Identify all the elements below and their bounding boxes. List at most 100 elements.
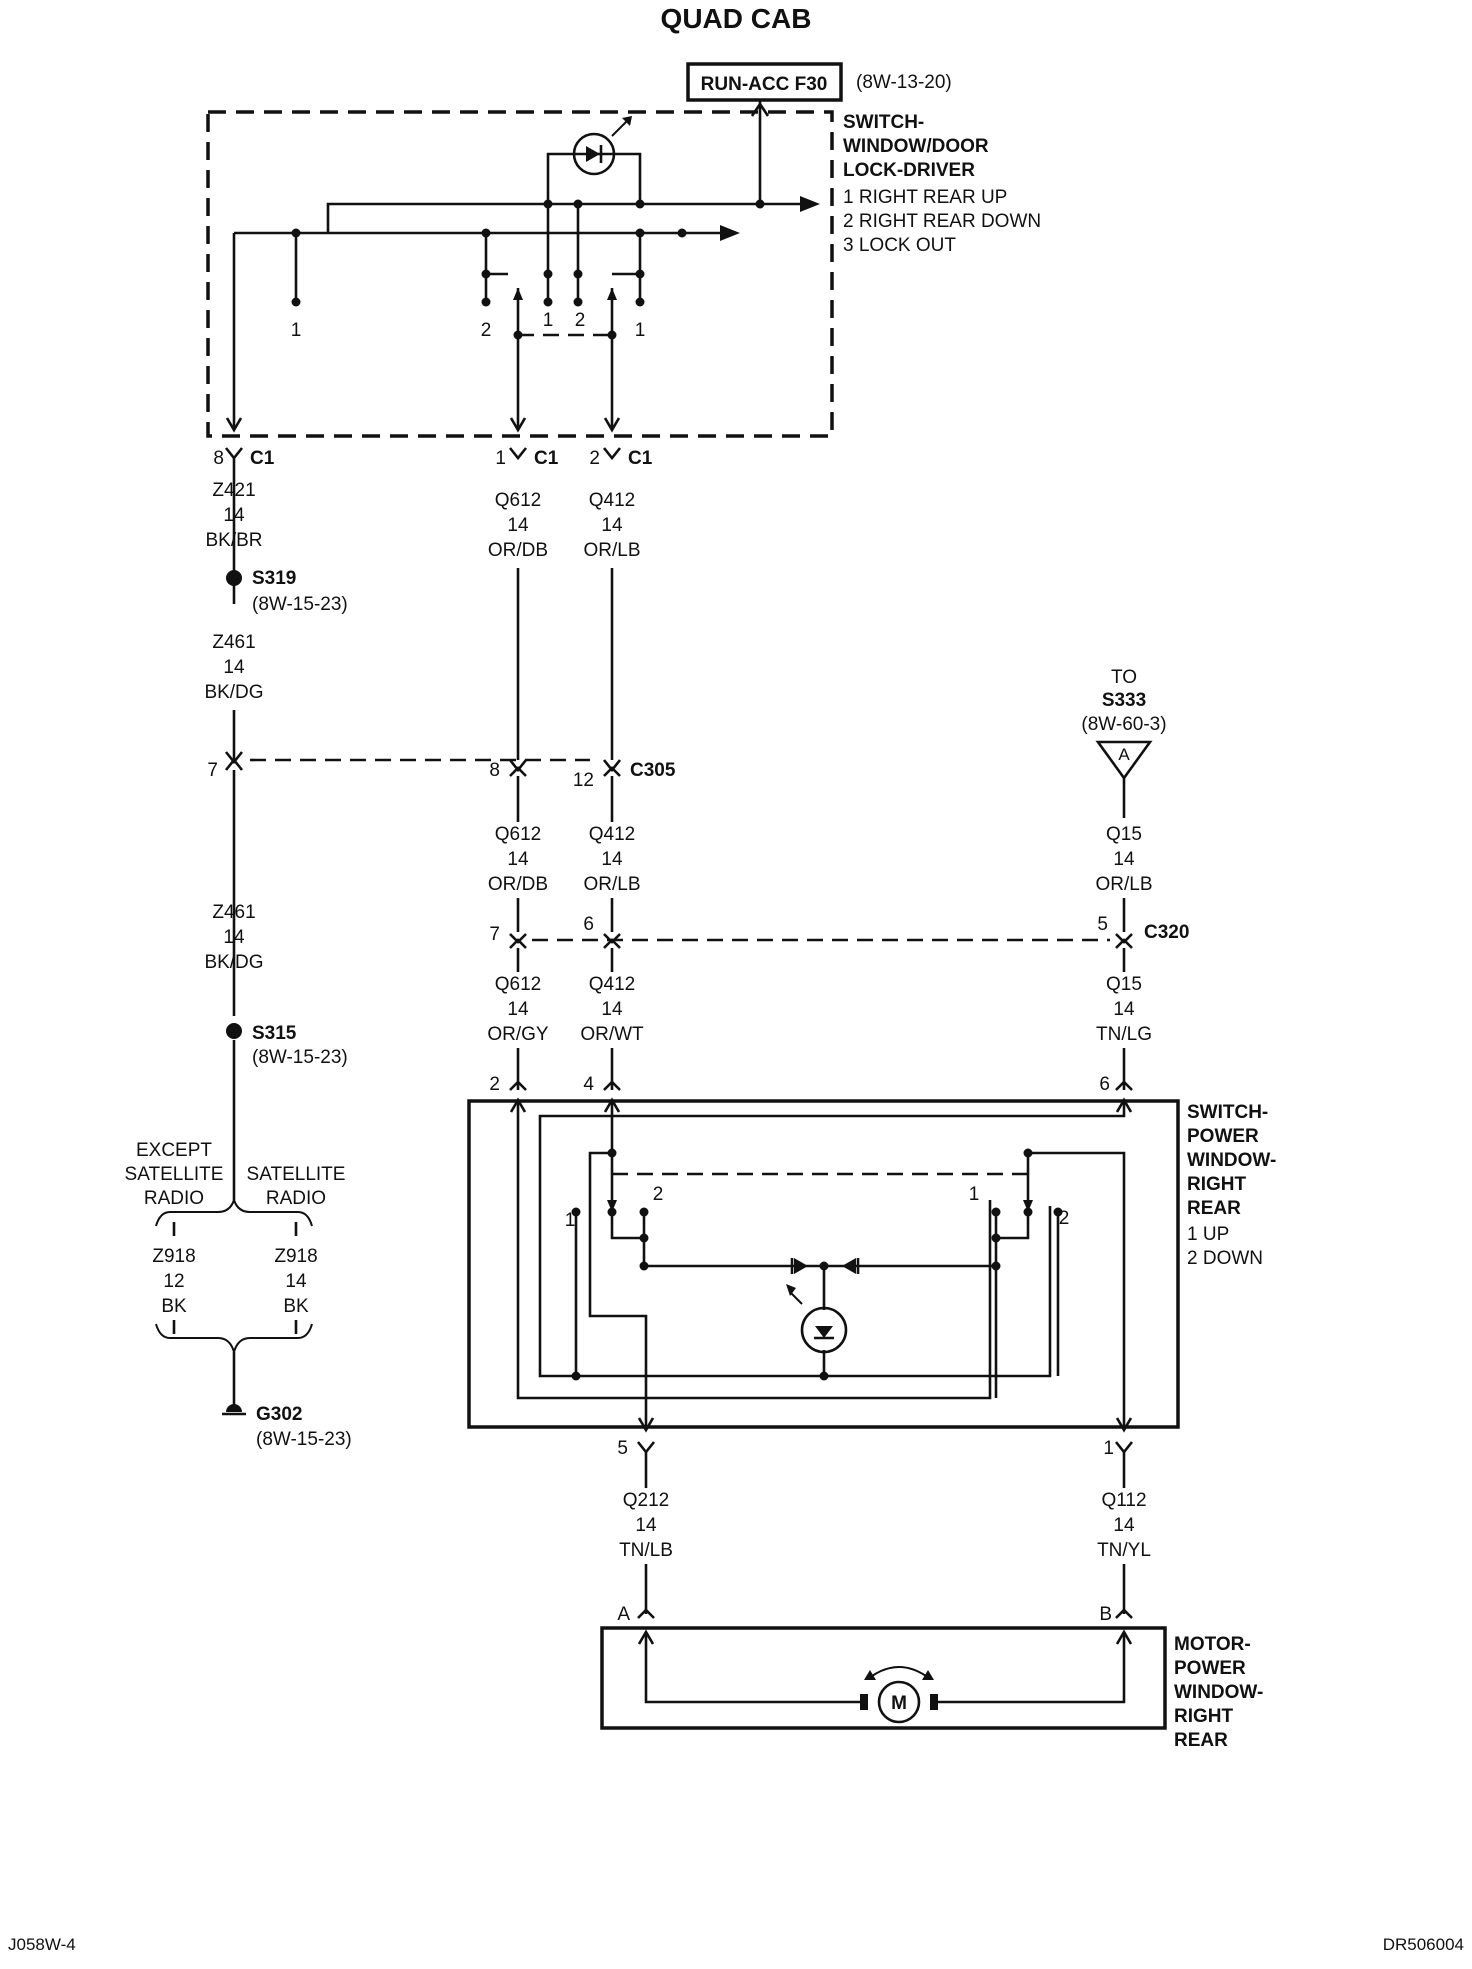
driver-switch-legend-3: 3 LOCK OUT bbox=[843, 235, 956, 256]
driver-switch-name-2: WINDOW/DOOR bbox=[843, 136, 989, 157]
c305-pin-7: 7 bbox=[207, 760, 218, 781]
rear-switch-name-4: RIGHT bbox=[1187, 1174, 1247, 1195]
g302-label: G302 bbox=[256, 1404, 302, 1425]
wire-q15-color: TN/LG bbox=[1096, 1024, 1152, 1045]
c1-connector: 8 C1 Z421 14 BK/BR 1 C1 Q612 14 OR/DB 2 … bbox=[205, 447, 653, 760]
wire-z461-gauge: 14 bbox=[223, 657, 245, 678]
wire-z918-a-color: BK bbox=[161, 1296, 187, 1317]
motor-name-3: WINDOW- bbox=[1174, 1682, 1263, 1703]
wire-q412-gauge: 14 bbox=[601, 999, 623, 1020]
fuse-run-acc-f30: RUN-ACC F30 (8W-13-20) bbox=[686, 62, 952, 102]
c320-pin-5: 5 bbox=[1097, 914, 1108, 935]
c1-pin-1: 1 bbox=[495, 448, 506, 469]
footer-right-code: DR506004 bbox=[1383, 1935, 1464, 1954]
wire-q612-gauge: 14 bbox=[507, 999, 529, 1020]
wire-q412-color: OR/WT bbox=[580, 1024, 644, 1045]
wire-q612-color: OR/GY bbox=[487, 1024, 549, 1045]
wire-q15-color: OR/LB bbox=[1095, 874, 1152, 895]
rear-switch-pin-5: 5 bbox=[617, 1438, 628, 1459]
contact-label: 1 bbox=[543, 310, 554, 331]
wire-q212-gauge: 14 bbox=[635, 1515, 657, 1536]
driver-switch-legend-2: 2 RIGHT REAR DOWN bbox=[843, 211, 1041, 232]
s333-name: S333 bbox=[1102, 690, 1146, 711]
wire-q412-circuit: Q412 bbox=[589, 974, 635, 995]
s319-label: S319 bbox=[252, 568, 296, 589]
motor-pin-b: B bbox=[1099, 1604, 1112, 1625]
wire-q412-gauge: 14 bbox=[601, 515, 623, 536]
motor-name-1: MOTOR- bbox=[1174, 1634, 1251, 1655]
motor-letter: M bbox=[891, 1693, 907, 1714]
motor-name-2: POWER bbox=[1174, 1658, 1246, 1679]
option-sat-2: RADIO bbox=[266, 1188, 326, 1209]
fuse-ref: (8W-13-20) bbox=[856, 72, 952, 93]
c305-label: C305 bbox=[630, 760, 676, 781]
c320-pin-7: 7 bbox=[489, 924, 500, 945]
rear-switch-name-2: POWER bbox=[1187, 1126, 1259, 1147]
wire-q15-gauge: 14 bbox=[1113, 849, 1135, 870]
s333-reference: TO S333 (8W-60-3) A bbox=[1081, 667, 1167, 818]
wire-q612-circuit: Q612 bbox=[495, 974, 541, 995]
driver-window-door-lock-switch: SWITCH- WINDOW/DOOR LOCK-DRIVER 1 RIGHT … bbox=[206, 101, 1041, 438]
wire-q15-circuit: Q15 bbox=[1106, 974, 1142, 995]
motor-outline bbox=[600, 1626, 1167, 1730]
option-except-1: EXCEPT bbox=[136, 1140, 212, 1161]
wire-q612-color: OR/DB bbox=[488, 874, 548, 895]
contact-label: 1 bbox=[635, 320, 646, 341]
c305-pin-8: 8 bbox=[489, 760, 500, 781]
option-except-2: SATELLITE bbox=[125, 1164, 224, 1185]
s333-ref: (8W-60-3) bbox=[1081, 714, 1166, 735]
wire-z918-b-circuit: Z918 bbox=[274, 1246, 317, 1267]
diagram-title: QUAD CAB bbox=[661, 3, 812, 34]
wire-q412-color: OR/LB bbox=[583, 540, 640, 561]
wire-q15-circuit: Q15 bbox=[1106, 824, 1142, 845]
rear-switch-pin-2: 2 bbox=[489, 1074, 500, 1095]
s315-label: S315 bbox=[252, 1023, 297, 1044]
driver-switch-outline bbox=[206, 110, 834, 438]
s333-triangle bbox=[1095, 740, 1153, 781]
wire-z461-circuit: Z461 bbox=[212, 632, 255, 653]
footer-left-code: J058W-4 bbox=[8, 1935, 76, 1954]
upper-bus bbox=[326, 202, 812, 233]
wire-z461-circuit: Z461 bbox=[212, 902, 255, 923]
s319-ref: (8W-15-23) bbox=[252, 594, 348, 615]
wire-q412-gauge: 14 bbox=[601, 849, 623, 870]
wire-q412-color: OR/LB bbox=[583, 874, 640, 895]
wire-q212-color: TN/LB bbox=[619, 1540, 673, 1561]
c1-pin-2: 2 bbox=[589, 448, 600, 469]
wire-z918-b-color: BK bbox=[283, 1296, 309, 1317]
option-except-3: RADIO bbox=[144, 1188, 204, 1209]
wire-z918-a-circuit: Z918 bbox=[152, 1246, 195, 1267]
c1-label: C1 bbox=[250, 448, 275, 469]
c320-connector: 7 6 5 C320 Q612 14 OR/GY Q412 14 OR/WT Q… bbox=[487, 914, 1189, 1090]
rear-power-window-switch: 2 4 6 SWITCH- POWER WINDOW- RIGHT REAR 1… bbox=[467, 1074, 1276, 1433]
wire-q15-gauge: 14 bbox=[1113, 999, 1135, 1020]
rear-window-motor: M MOTOR- POWER WINDOW- RIGHT REAR bbox=[600, 1626, 1263, 1751]
ground-options: EXCEPT SATELLITE RADIO SATELLITE RADIO Z… bbox=[125, 1140, 352, 1450]
fuse-box bbox=[686, 62, 843, 102]
wire-q412-circuit: Q412 bbox=[589, 490, 635, 511]
wire-q612-circuit: Q612 bbox=[495, 490, 541, 511]
splice-s315: S315 (8W-15-23) bbox=[226, 1023, 348, 1200]
driver-switch-name-1: SWITCH- bbox=[843, 112, 924, 133]
rear-switch-lamp bbox=[800, 1306, 848, 1354]
wire-q612-circuit: Q612 bbox=[495, 824, 541, 845]
contact-label: 2 bbox=[1059, 1208, 1070, 1229]
led-loop bbox=[546, 152, 642, 204]
c320-pin-6: 6 bbox=[583, 914, 594, 935]
contact-label: 1 bbox=[969, 1184, 980, 1205]
upper-bus-arrow bbox=[800, 196, 820, 212]
wire-z421-gauge: 14 bbox=[223, 505, 245, 526]
motor-name-4: RIGHT bbox=[1174, 1706, 1234, 1727]
rear-switch-pin-6: 6 bbox=[1099, 1074, 1110, 1095]
driver-switch-legend-1: 1 RIGHT REAR UP bbox=[843, 187, 1007, 208]
wire-q612-gauge: 14 bbox=[507, 849, 529, 870]
g302-ref: (8W-15-23) bbox=[256, 1429, 352, 1450]
contact-label: 2 bbox=[481, 320, 492, 341]
contact-label: 1 bbox=[565, 1210, 576, 1231]
motor-name-5: REAR bbox=[1174, 1730, 1228, 1751]
contact-label: 1 bbox=[291, 320, 302, 341]
s315-ref: (8W-15-23) bbox=[252, 1047, 348, 1068]
c1-pin-8: 8 bbox=[213, 448, 224, 469]
wire-z421-color: BK/BR bbox=[205, 530, 262, 551]
rear-switch-pin-1: 1 bbox=[1103, 1438, 1114, 1459]
